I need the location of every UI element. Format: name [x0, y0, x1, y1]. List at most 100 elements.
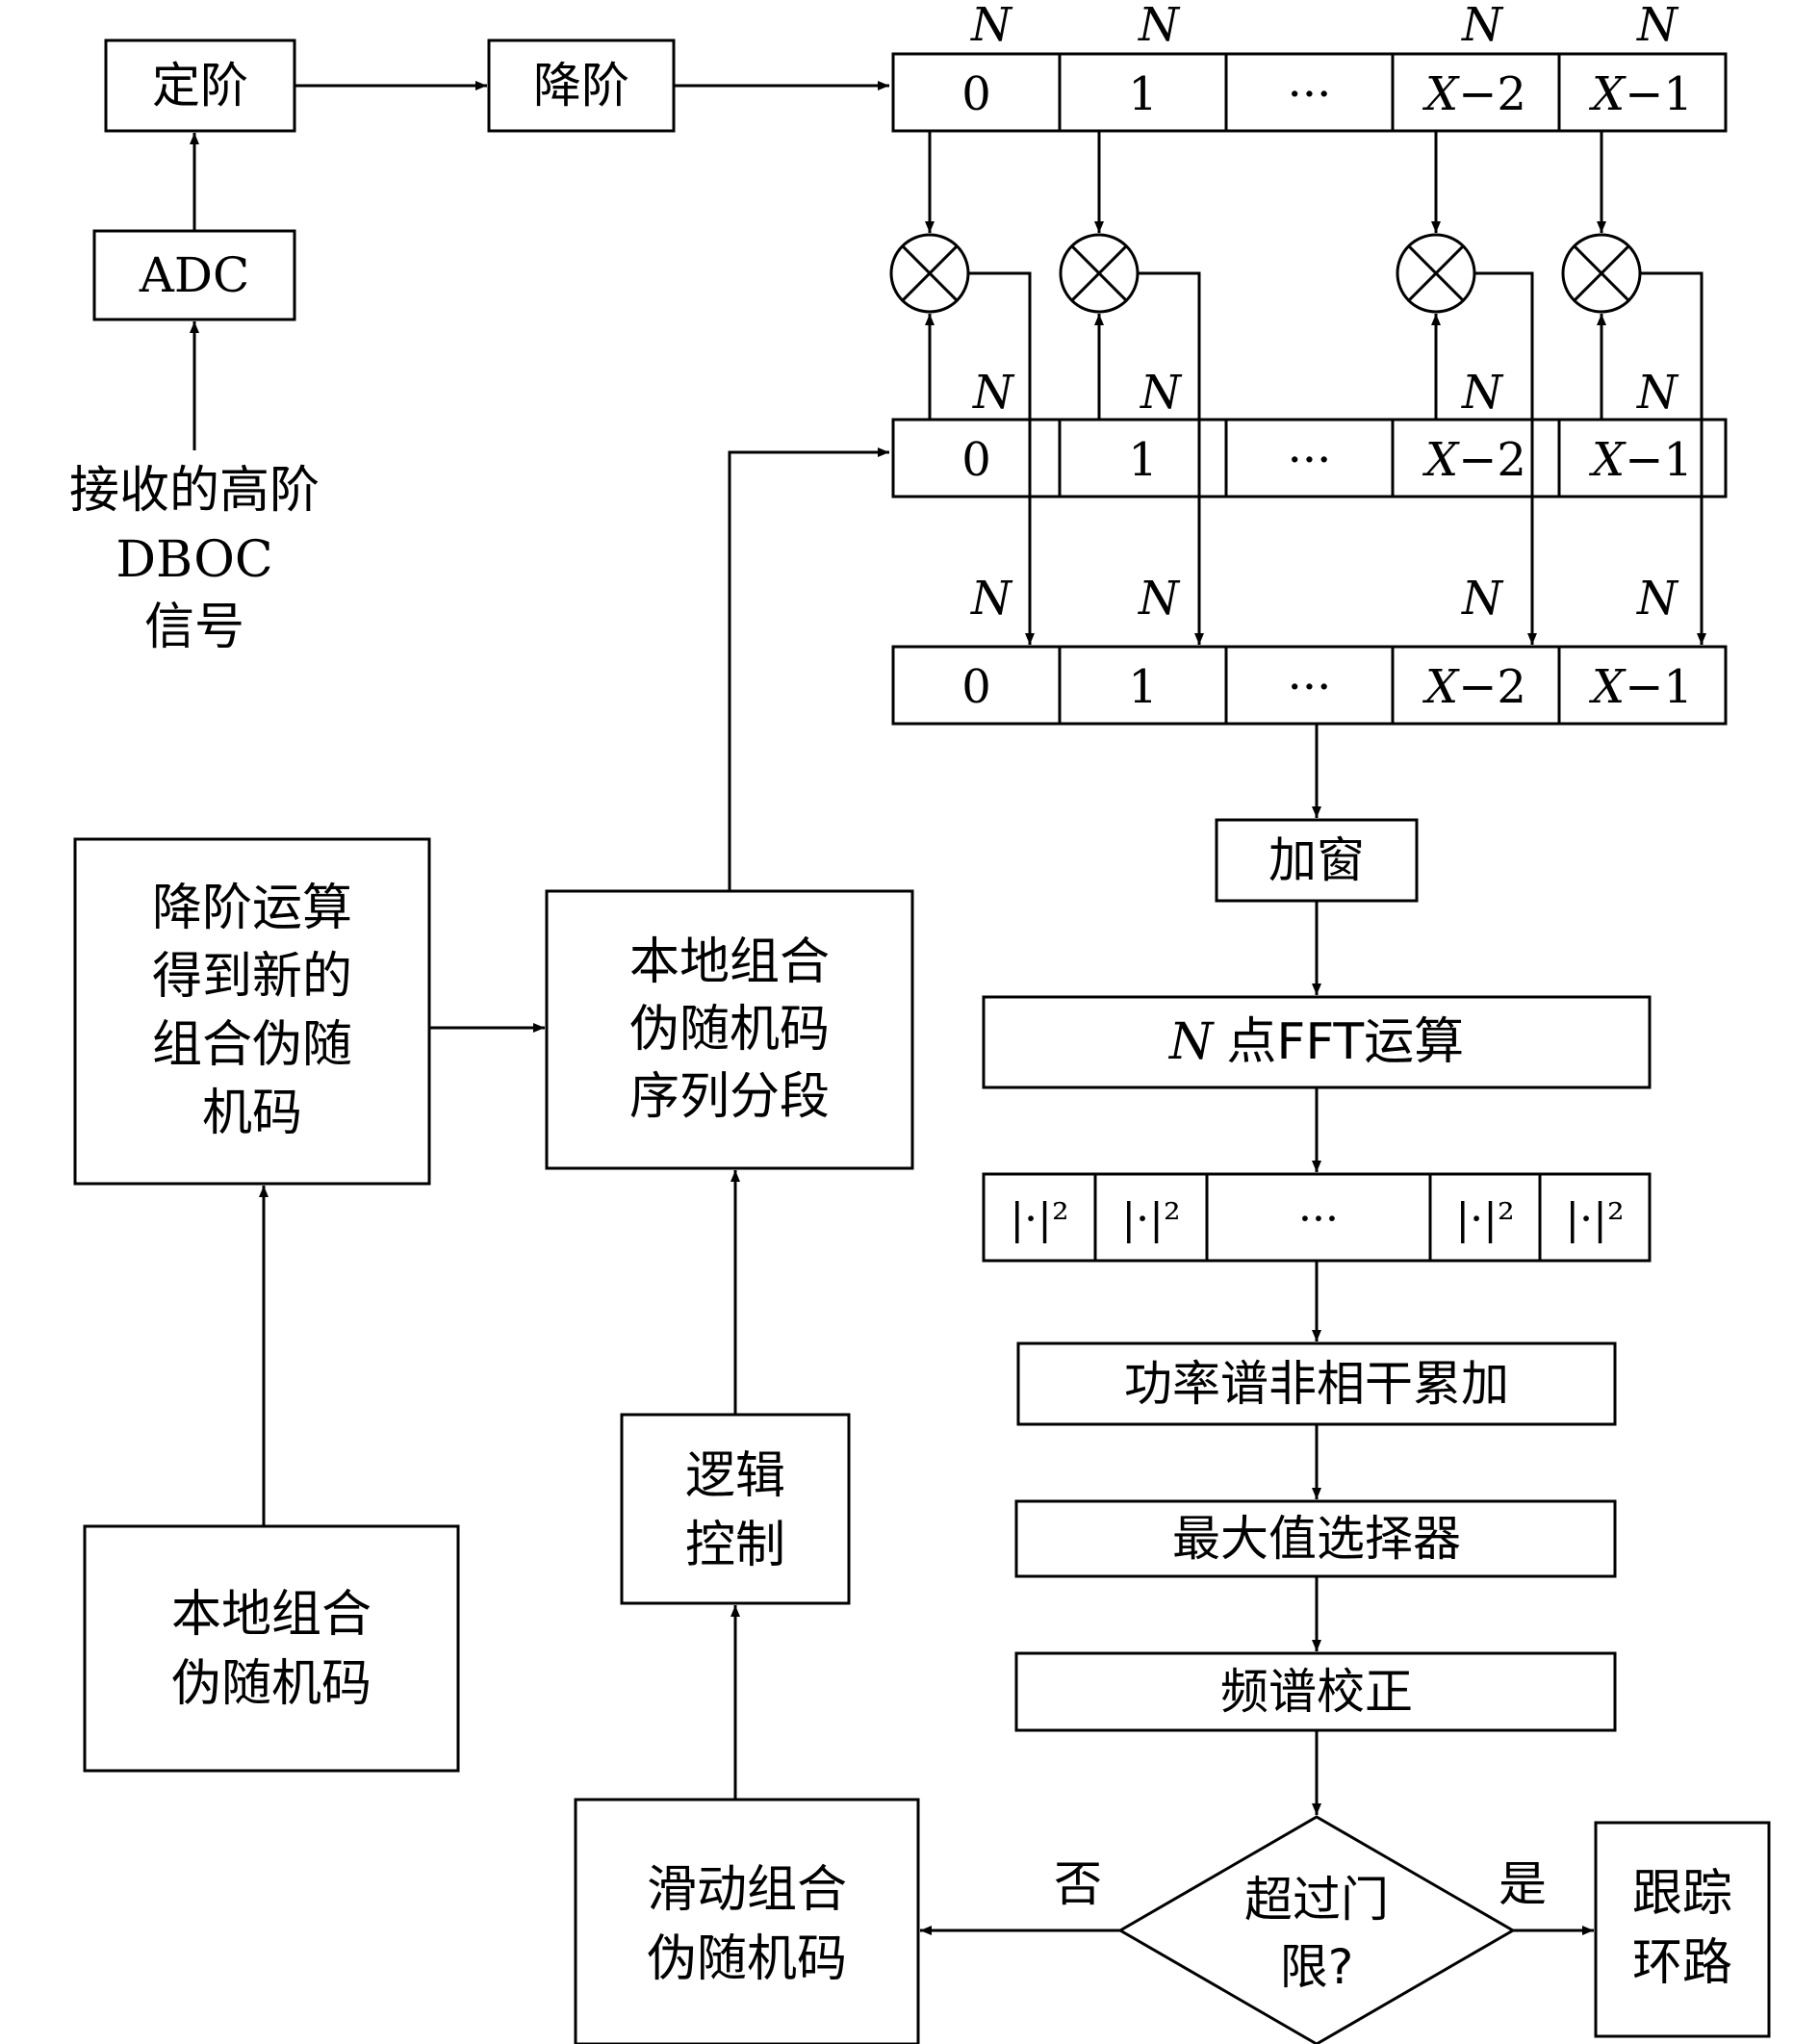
multiplier-icon: [889, 233, 970, 314]
sliding-code-box: 滑动组合 伪随机码: [574, 1798, 920, 2044]
buffer-top-cell-1-label: 1: [1128, 67, 1158, 121]
svg-text:伪随机码: 伪随机码: [171, 1655, 371, 1713]
buffer-top-cell-0: [891, 52, 1062, 133]
buffer-bot-cell-x-minus-2-label: X−2: [1422, 660, 1526, 714]
buffer-bot-cell-ellipsis-label: ···: [1288, 660, 1332, 714]
multiplier-icon: [1561, 233, 1642, 314]
power-cell-ellipsis-label: ···: [1298, 1195, 1339, 1244]
window-label: 加窗: [1268, 832, 1365, 888]
buffer-mid-cell-0-label: 0: [961, 433, 991, 487]
accumulate-label: 功率谱非相干累加: [1124, 1356, 1509, 1412]
buffer-top-cell-x-minus-1-label: X−1: [1588, 67, 1693, 121]
yes-label: 是: [1499, 1856, 1547, 1912]
buffer-mid-cell-ellipsis: [1224, 418, 1395, 498]
segment-length-label: N: [1461, 366, 1504, 420]
power-cell-0-label: |·|²: [1010, 1195, 1068, 1244]
multiplier-to-product-arrow: [968, 271, 1035, 645]
multiplier-to-product-arrow: [1640, 271, 1706, 645]
svg-text:限?: 限?: [1280, 1939, 1354, 1995]
svg-text:伪随机码: 伪随机码: [647, 1930, 847, 1988]
svg-text:本地组合: 本地组合: [171, 1586, 371, 1644]
buffer-top-cell-ellipsis-label: ···: [1288, 67, 1332, 121]
svg-text:控制: 控制: [685, 1517, 785, 1574]
received-signal-label: 接收的高阶 DBOC 信号: [69, 462, 320, 656]
threshold-decision: 超过门 限?: [1117, 1815, 1516, 2044]
svg-text:跟踪: 跟踪: [1632, 1865, 1732, 1923]
max-select-label: 最大值选择器: [1172, 1511, 1461, 1567]
segment-length-label: N: [1636, 572, 1679, 626]
local-code-segment-buffer: 0 1 ··· X−2 X−1: [891, 418, 1728, 498]
tracking-loop-box: 跟踪 环路: [1594, 1821, 1771, 2038]
max-select-box: 最大值选择器: [1014, 1499, 1617, 1578]
svg-text:序列分段: 序列分段: [629, 1068, 830, 1126]
segment-length-label: N: [970, 0, 1013, 52]
adc-box: ADC: [92, 229, 296, 321]
no-label: 否: [1054, 1856, 1102, 1912]
accumulate-box: 功率谱非相干累加: [1016, 1341, 1617, 1426]
signal-segment-buffer: 0 1 ··· X−2 X−1: [891, 52, 1728, 133]
multiplier-icon: [1396, 233, 1476, 314]
segment-length-label: N: [1461, 0, 1504, 52]
local-code-box: 本地组合 伪随机码: [83, 1524, 460, 1773]
buffer-top-cell-x-minus-2-label: X−2: [1422, 67, 1526, 121]
buffer-mid-cell-x-minus-1-label: X−1: [1588, 433, 1693, 487]
segment-length-label: N: [1461, 572, 1504, 626]
segment-length-label: N: [1636, 0, 1679, 52]
buffer-bot-cell-x-minus-1: [1557, 645, 1728, 726]
power-magnitude-row: |·|² |·|² ··· |·|² |·|²: [982, 1172, 1652, 1263]
svg-text:机码: 机码: [202, 1085, 302, 1142]
order-set-box: 定阶: [104, 38, 296, 133]
svg-text:DBOC: DBOC: [115, 531, 272, 589]
adc-label: ADC: [139, 247, 249, 303]
segment-length-label: N: [972, 366, 1015, 420]
svg-text:降阶运算: 降阶运算: [152, 880, 352, 937]
segment-length-label: N: [1138, 0, 1181, 52]
svg-text:得到新的: 得到新的: [152, 948, 352, 1006]
spectrum-correct-label: 频谱校正: [1220, 1664, 1413, 1720]
spectrum-correct-box: 频谱校正: [1014, 1651, 1617, 1732]
buffer-mid-cell-ellipsis-label: ···: [1288, 433, 1332, 487]
buffer-bot-cell-x-minus-1-label: X−1: [1588, 660, 1693, 714]
svg-text:环路: 环路: [1632, 1934, 1732, 1992]
window-box: 加窗: [1215, 818, 1419, 903]
reduced-code-box: 降阶运算 得到新的 组合伪随 机码: [73, 837, 431, 1186]
buffer-top-cell-0-label: 0: [961, 67, 991, 121]
order-set-label: 定阶: [152, 58, 248, 114]
buffer-bot-cell-1-label: 1: [1128, 660, 1158, 714]
power-cell-1-label: |·|²: [1121, 1195, 1180, 1244]
svg-text:组合伪随: 组合伪随: [152, 1016, 352, 1074]
buffer-mid-cell-x-minus-1: [1557, 418, 1728, 498]
segment-length-label: N: [970, 572, 1013, 626]
svg-text:信号: 信号: [144, 599, 244, 656]
power-cell-x-minus-1: [1538, 1172, 1652, 1263]
buffer-mid-cell-1-label: 1: [1128, 433, 1158, 487]
segment-length-label: N: [1138, 572, 1181, 626]
multiplier-to-product-arrow: [1474, 271, 1537, 645]
svg-text:伪随机码: 伪随机码: [629, 1001, 830, 1059]
segment-length-label: N: [1140, 366, 1183, 420]
multiplier-to-product-arrow: [1138, 271, 1204, 645]
buffer-bot-cell-0: [891, 645, 1062, 726]
segment-to-buffer-arrow: [728, 447, 889, 891]
order-reduce-box: 降阶: [487, 38, 676, 133]
svg-text:超过门: 超过门: [1244, 1872, 1389, 1928]
buffer-bot-cell-0-label: 0: [961, 660, 991, 714]
svg-text:逻辑: 逻辑: [685, 1447, 785, 1505]
product-segment-buffer: 0 1 ··· X−2 X−1: [891, 645, 1728, 726]
power-cell-x-minus-1-label: |·|²: [1565, 1195, 1624, 1244]
logic-control-box: 逻辑 控制: [620, 1413, 851, 1605]
segment-code-box: 本地组合 伪随机码 序列分段: [545, 889, 914, 1170]
buffer-mid-cell-x-minus-2-label: X−2: [1422, 433, 1526, 487]
svg-text:滑动组合: 滑动组合: [647, 1861, 847, 1919]
power-cell-x-minus-2-label: |·|²: [1455, 1195, 1514, 1244]
order-reduce-label: 降阶: [533, 58, 629, 114]
svg-text:本地组合: 本地组合: [629, 933, 830, 991]
buffer-top-cell-x-minus-1: [1557, 52, 1728, 133]
buffer-top-cell-ellipsis: [1224, 52, 1395, 133]
svg-text:接收的高阶: 接收的高阶: [69, 462, 320, 520]
multiplier-icon: [1059, 233, 1140, 314]
